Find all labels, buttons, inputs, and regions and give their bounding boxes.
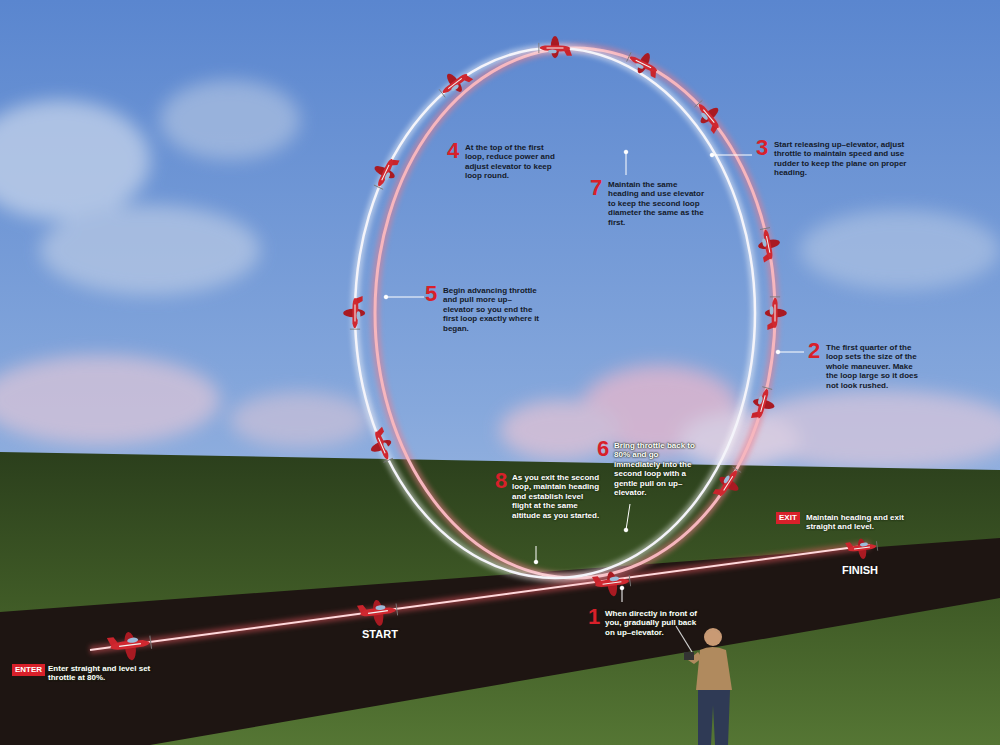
callout-number: 3 <box>756 137 768 159</box>
pilot-figure <box>676 626 732 745</box>
callout-number: 6 <box>597 438 609 460</box>
enter-tag: ENTER <box>12 664 45 676</box>
airplane <box>755 226 783 263</box>
grass-field <box>0 452 1000 745</box>
step-note: When directly in front of you, gradually… <box>605 609 697 637</box>
start-label: START <box>362 628 398 640</box>
exit-tag: EXIT <box>776 512 800 524</box>
callout-number: 4 <box>447 140 459 162</box>
airplane <box>364 426 398 465</box>
airplane <box>368 152 402 191</box>
airplane <box>106 629 152 663</box>
finish-label: FINISH <box>842 564 878 576</box>
step-note: The first quarter of the loop sets the s… <box>826 343 922 390</box>
step-note: Bring throttle back to 80% and go immedi… <box>614 441 700 498</box>
airplane <box>845 536 879 561</box>
callout-number: 5 <box>425 283 437 305</box>
airplane <box>592 569 632 598</box>
airplane <box>539 36 572 58</box>
step-note: Start releasing up–elevator, adjust thro… <box>774 140 910 178</box>
step-note: Maintain the same heading and use elevat… <box>608 180 708 227</box>
callout-number: 2 <box>808 340 820 362</box>
step-note: Begin advancing throttle and pull more u… <box>443 286 540 333</box>
airplane <box>357 598 399 629</box>
airplane <box>765 297 787 330</box>
airplane <box>343 296 365 329</box>
clouds <box>0 80 1000 470</box>
airplane <box>691 96 729 136</box>
leader-lines <box>384 150 804 602</box>
airplane <box>710 464 746 504</box>
airplane <box>749 385 779 423</box>
airplane <box>435 64 475 102</box>
step-note: As you exit the second loop, maintain he… <box>512 473 602 520</box>
callout-number: 7 <box>590 177 602 199</box>
step-note: At the top of the first loop, reduce pow… <box>465 143 560 181</box>
step-note: Enter straight and level set throttle at… <box>48 664 158 683</box>
callout-number: 8 <box>495 470 507 492</box>
airplane <box>624 46 663 80</box>
loops <box>355 48 775 578</box>
callout-number: 1 <box>588 606 600 628</box>
airplanes <box>106 36 878 663</box>
step-note: Maintain heading and exit straight and l… <box>806 513 910 532</box>
